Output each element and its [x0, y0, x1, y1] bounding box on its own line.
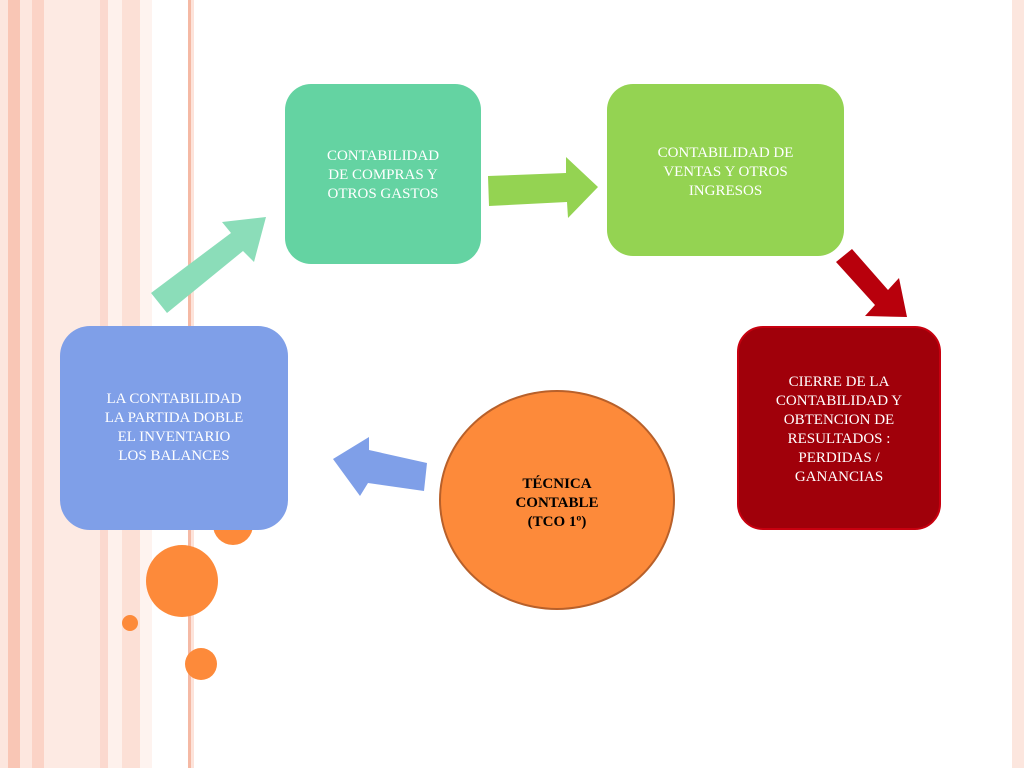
box-cierre-resultados-label: CIERRE DE LA CONTABILIDAD Y OBTENCION DE…	[775, 374, 903, 485]
box-contabilidad-ventas-label: CONTABILIDAD DE VENTAS Y OTROS INGRESOS	[657, 145, 794, 199]
decor-stripe	[0, 0, 8, 768]
box-contabilidad-compras-label: CONTABILIDAD DE COMPRAS Y OTROS GASTOS	[326, 148, 440, 202]
box-contabilidad-compras: CONTABILIDAD DE COMPRAS Y OTROS GASTOS	[285, 84, 481, 264]
box-la-contabilidad: LA CONTABILIDAD LA PARTIDA DOBLE EL INVE…	[60, 326, 288, 530]
decor-dot	[122, 615, 138, 631]
decor-stripe	[1012, 0, 1024, 768]
center-circle-label: TÉCNICA CONTABLE (TCO 1º)	[515, 476, 599, 530]
box-contabilidad-ventas: CONTABILIDAD DE VENTAS Y OTROS INGRESOS	[607, 84, 844, 256]
center-circle-tecnica-contable: TÉCNICA CONTABLE (TCO 1º)	[439, 390, 675, 610]
box-la-contabilidad-label: LA CONTABILIDAD LA PARTIDA DOBLE EL INVE…	[104, 391, 244, 464]
decor-stripe	[32, 0, 44, 768]
decor-dot	[185, 648, 217, 680]
decor-stripe	[8, 0, 20, 768]
decor-stripe	[20, 0, 32, 768]
box-cierre-resultados: CIERRE DE LA CONTABILIDAD Y OBTENCION DE…	[737, 326, 941, 530]
decor-dot	[146, 545, 218, 617]
